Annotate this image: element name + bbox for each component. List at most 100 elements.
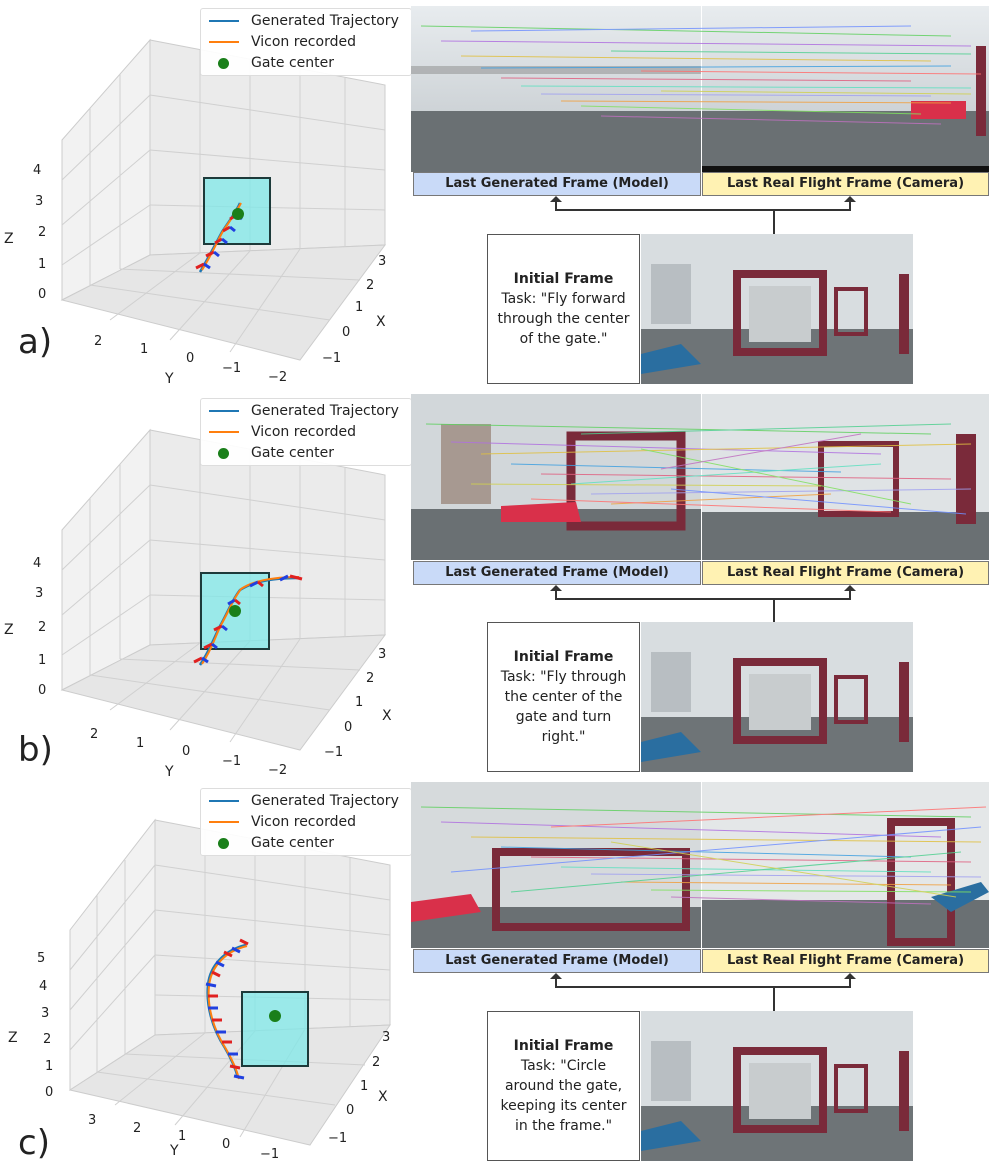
- z-tick: 5: [37, 951, 45, 966]
- task-line: of the gate.": [519, 331, 608, 347]
- y-tick: 2: [133, 1121, 141, 1136]
- plot-c-x-ticks: −1 0 1 2 3: [328, 1030, 390, 1146]
- y-tick: 0: [186, 351, 194, 366]
- plot-c: 0 1 2 3 4 5 Z 3 2 1 0 −1 Y −1 0 1 2 3 X: [0, 780, 412, 1170]
- task-box-b: Initial Frame Task: "Fly through the cen…: [487, 622, 640, 772]
- panel-letter: b): [18, 730, 53, 770]
- z-tick: 2: [38, 620, 46, 635]
- x-axis-label: X: [382, 708, 392, 724]
- gate-center-marker: [232, 208, 244, 220]
- plot-b-x-ticks: −1 0 1 2 3: [324, 647, 386, 760]
- legend-generated: Generated Trajectory: [201, 791, 411, 811]
- task-line: keeping its center: [500, 1098, 627, 1114]
- y-tick: −2: [268, 763, 287, 778]
- z-axis-label: Z: [4, 231, 14, 247]
- frame-pair-a: [411, 6, 989, 172]
- label-camera: Last Real Flight Frame (Camera): [702, 949, 989, 973]
- legend: Generated Trajectory Vicon recorded Gate…: [200, 8, 412, 76]
- frame-pair-image: [411, 782, 989, 948]
- plot-b: 0 1 2 3 4 Z 2 1 0 −1 −2 Y −1 0 1 2 3 X: [0, 390, 412, 780]
- z-tick: 3: [35, 586, 43, 601]
- x-tick: −1: [322, 351, 341, 366]
- y-tick: 1: [136, 736, 144, 751]
- z-tick: 4: [33, 163, 41, 178]
- initial-frame-image: [641, 234, 913, 384]
- y-tick: 0: [222, 1137, 230, 1152]
- y-tick: −1: [260, 1147, 279, 1162]
- x-tick: 3: [378, 254, 386, 269]
- legend-generated: Generated Trajectory: [201, 11, 411, 31]
- x-tick: 1: [360, 1079, 368, 1094]
- x-tick: 2: [372, 1055, 380, 1070]
- label-model: Last Generated Frame (Model): [413, 949, 701, 973]
- z-axis-label: Z: [4, 622, 14, 638]
- pose-markers: [193, 574, 303, 664]
- legend-gate: Gate center: [201, 53, 411, 73]
- z-tick: 3: [35, 194, 43, 209]
- x-tick: 2: [366, 671, 374, 686]
- x-axis-label: X: [376, 314, 386, 330]
- arrows-b: [550, 585, 856, 623]
- frame-pair-c: [411, 782, 989, 948]
- plot-c-z-ticks: 0 1 2 3 4 5: [37, 951, 53, 1100]
- vicon-trajectory: [207, 945, 248, 1080]
- pose-markers: [205, 938, 249, 1080]
- frame-labels-a: Last Generated Frame (Model) Last Real F…: [411, 172, 989, 196]
- plot-a-x-ticks: −1 0 1 2 3: [322, 254, 386, 366]
- plot-c-axes: 0 1 2 3 4 5 Z 3 2 1 0 −1 Y −1 0 1 2 3 X: [8, 818, 391, 1162]
- legend: Generated Trajectory Vicon recorded Gate…: [200, 788, 412, 856]
- x-tick: 1: [355, 300, 363, 315]
- plot-a: 0 1 2 3 4 Z 2 1 0 −1 −2 Y −1 0 1 2 3 X: [0, 0, 412, 390]
- z-tick: 1: [45, 1059, 53, 1074]
- z-tick: 2: [43, 1032, 51, 1047]
- task-line: gate and turn: [515, 709, 612, 725]
- y-tick: −1: [222, 361, 241, 376]
- y-tick: −2: [268, 370, 287, 385]
- gate-center-marker: [269, 1010, 281, 1022]
- initial-frame-a: [641, 234, 913, 384]
- x-tick: −1: [328, 1131, 347, 1146]
- y-tick: 0: [182, 744, 190, 759]
- legend-vicon: Vicon recorded: [201, 32, 411, 52]
- frame-labels-b: Last Generated Frame (Model) Last Real F…: [411, 561, 989, 585]
- x-tick: 2: [366, 278, 374, 293]
- y-tick: 1: [178, 1129, 186, 1144]
- label-camera: Last Real Flight Frame (Camera): [702, 561, 989, 585]
- x-tick: 3: [378, 647, 386, 662]
- initial-frame-image: [641, 622, 913, 772]
- z-tick: 1: [38, 257, 46, 272]
- plot-a-z-ticks: 0 1 2 3 4: [33, 163, 46, 302]
- task-line: Task: "Fly forward: [501, 291, 626, 307]
- plot-a-y-ticks: 2 1 0 −1 −2: [94, 334, 287, 385]
- task-title: Initial Frame: [513, 649, 614, 665]
- initial-frame-b: [641, 622, 913, 772]
- plot-c-y-ticks: 3 2 1 0 −1: [88, 1113, 279, 1162]
- arrows-a: [550, 196, 856, 234]
- task-box-c: Initial Frame Task: "Circle around the g…: [487, 1011, 640, 1161]
- label-camera: Last Real Flight Frame (Camera): [702, 172, 989, 196]
- panel-letter: a): [18, 322, 53, 362]
- gate: [241, 991, 309, 1067]
- plot-a-axes: 0 1 2 3 4 Z 2 1 0 −1 −2 Y −1 0 1 2 3 X: [4, 38, 386, 387]
- task-line: around the gate,: [504, 1078, 623, 1094]
- task-title: Initial Frame: [513, 271, 614, 287]
- y-axis-label: Y: [164, 371, 174, 387]
- task-line: in the frame.": [514, 1118, 613, 1134]
- z-tick: 3: [41, 1006, 49, 1021]
- z-axis-label: Z: [8, 1030, 18, 1046]
- arrows-c: [550, 973, 856, 1011]
- legend: Generated Trajectory Vicon recorded Gate…: [200, 398, 412, 466]
- y-tick: 2: [94, 334, 102, 349]
- frame-pair-image: [411, 6, 989, 172]
- z-tick: 0: [45, 1085, 53, 1100]
- y-axis-label: Y: [164, 764, 174, 780]
- z-tick: 0: [38, 287, 46, 302]
- x-axis-label: X: [378, 1089, 388, 1105]
- y-tick: 3: [88, 1113, 96, 1128]
- task-line: Task: "Fly through: [500, 669, 627, 685]
- y-tick: −1: [222, 754, 241, 769]
- task-line: Task: "Circle: [520, 1058, 607, 1074]
- x-tick: 1: [355, 695, 363, 710]
- x-tick: 0: [346, 1103, 354, 1118]
- legend-vicon: Vicon recorded: [201, 422, 411, 442]
